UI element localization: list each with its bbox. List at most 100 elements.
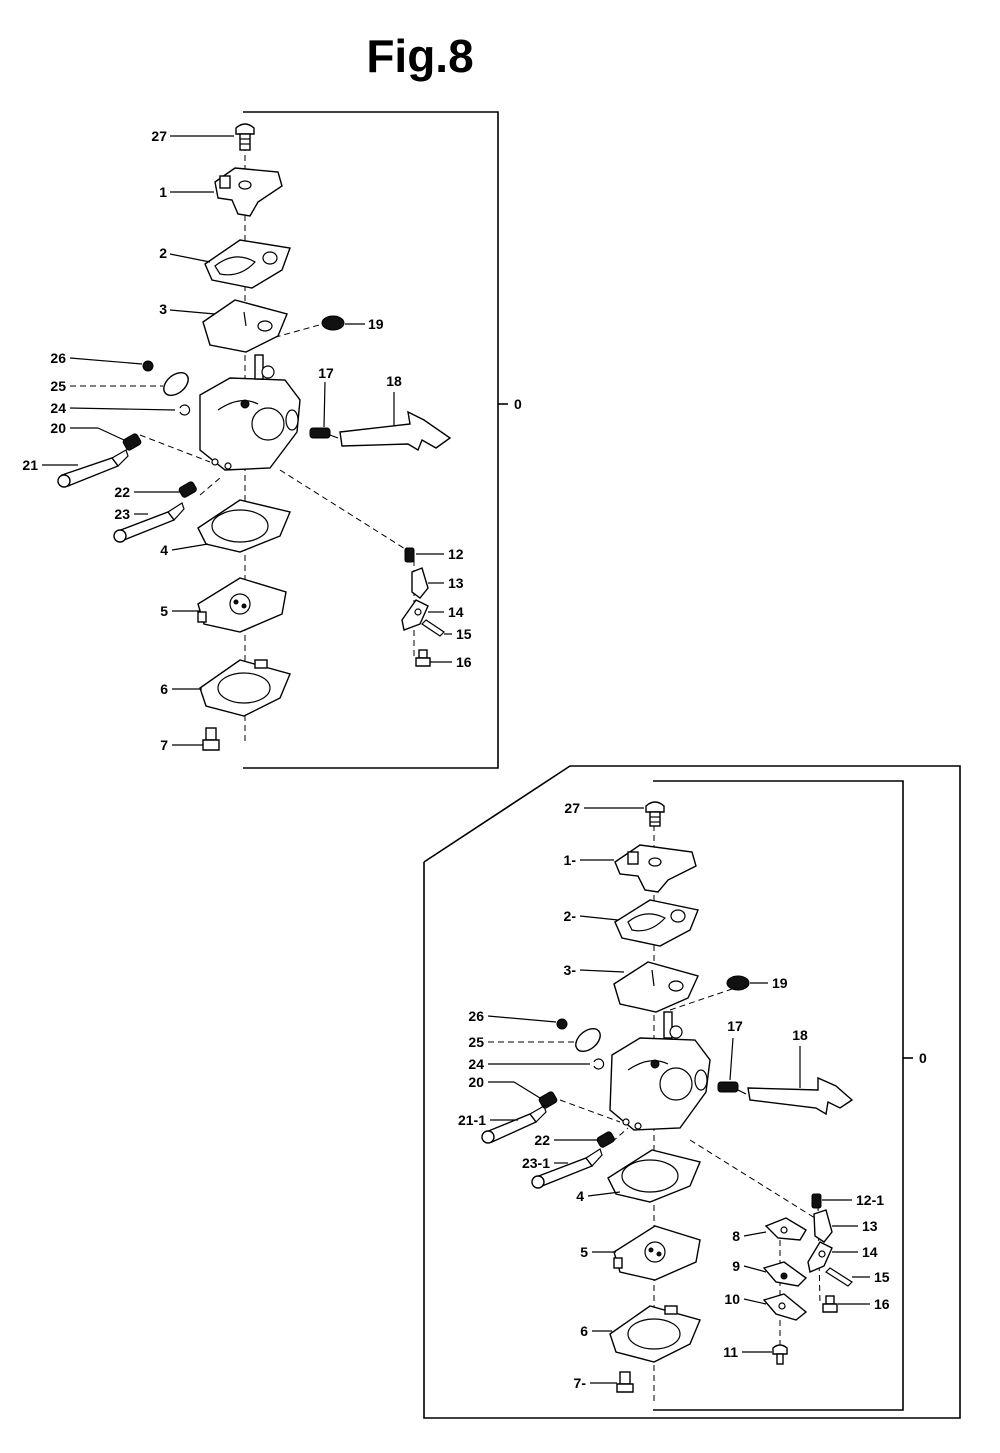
figure-title: Fig.8: [366, 30, 473, 82]
part-4-gasket: [197, 499, 291, 553]
label-4-2: 4: [576, 1188, 584, 1204]
label-17: 17: [318, 365, 334, 381]
part-16-screw-2: [822, 1295, 838, 1313]
label-4: 4: [160, 542, 168, 558]
label-11: 11: [723, 1344, 738, 1360]
label-23-1: 23-1: [522, 1155, 550, 1171]
label-24: 24: [50, 400, 66, 416]
label-25: 25: [50, 378, 66, 394]
part-19-spring: [321, 315, 345, 331]
label-3: 3: [159, 301, 167, 317]
label-15: 15: [456, 626, 472, 642]
labels-2: 27 1- 2- 3- 19 26 25 17 18 24 20 21-1 22: [458, 800, 890, 1391]
assembly-bracket-2: [653, 780, 904, 1411]
part-25-throttle-plate: [163, 371, 189, 397]
label-9: 9: [732, 1258, 740, 1274]
label-17-2: 17: [727, 1018, 743, 1034]
part-14-needle-valve: [401, 599, 429, 631]
part-24-clip-2: [593, 1058, 605, 1070]
part-2-gasket: [204, 239, 291, 289]
part-1-cover-plate: [214, 167, 283, 217]
part-1-cover-plate-2: [614, 844, 697, 893]
label-16-2: 16: [874, 1296, 890, 1312]
label-5: 5: [160, 603, 168, 619]
part-14-needle-valve-2: [807, 1241, 833, 1273]
label-18-2: 18: [792, 1027, 808, 1043]
label-14-2: 14: [862, 1244, 878, 1260]
part-24-clip: [179, 404, 191, 416]
label-27: 27: [151, 128, 167, 144]
part-15-pin: [421, 619, 445, 637]
carburetor-diagram-1: 0: [22, 111, 522, 769]
label-2: 2: [159, 245, 167, 261]
assembly-bracket-1: [243, 111, 499, 769]
part-15-pin-2: [825, 1267, 853, 1287]
label-7-2: 7-: [574, 1375, 587, 1391]
label-8: 8: [732, 1228, 740, 1244]
label-13-2: 13: [862, 1218, 878, 1234]
part-12-spring: [404, 547, 415, 563]
carburetor-body-2: [609, 1011, 711, 1131]
label-13: 13: [448, 575, 464, 591]
part-8-plate: [764, 1217, 807, 1241]
axis-12: [279, 469, 411, 553]
axis-12-2: [689, 1139, 816, 1219]
label-12: 12: [448, 546, 464, 562]
part-25-throttle-plate-2: [575, 1027, 601, 1053]
part-6-pump-cover: [199, 659, 291, 717]
label-12-1: 12-1: [856, 1192, 884, 1208]
part-2-gasket-2: [614, 899, 699, 947]
part-17-spring: [309, 427, 339, 439]
label-2-2: 2-: [564, 908, 577, 924]
label-18: 18: [386, 373, 402, 389]
part-7-screw: [202, 727, 220, 751]
part-13-lever-2: [813, 1209, 833, 1243]
label-21-1: 21-1: [458, 1112, 486, 1128]
part-4-gasket-2: [607, 1149, 701, 1203]
label-7: 7: [160, 737, 168, 753]
part-21-needle: [57, 449, 129, 488]
part-20-spring: [122, 433, 142, 451]
part-27-screw-2: [645, 801, 665, 827]
label-27-2: 27: [564, 800, 580, 816]
assembly-label-2: 0: [919, 1050, 927, 1066]
part-3-diaphragm: [202, 299, 288, 353]
label-21: 21: [22, 457, 38, 473]
part-12-1-spring: [811, 1193, 822, 1209]
part-20-spring-2: [538, 1091, 558, 1109]
part-7-screw-2: [616, 1371, 634, 1393]
part-19-spring-2: [726, 975, 750, 991]
part-17-spring-2: [717, 1081, 747, 1095]
label-26-2: 26: [468, 1008, 484, 1024]
label-25-2: 25: [468, 1034, 484, 1050]
label-22: 22: [114, 484, 130, 500]
label-14: 14: [448, 604, 464, 620]
labels-1: 27 1 2 3 19 26 25 24 17 18 20 21 22: [22, 128, 471, 753]
label-22-2: 22: [534, 1132, 550, 1148]
label-19-2: 19: [772, 975, 788, 991]
label-3-2: 3-: [564, 962, 577, 978]
label-6-2: 6: [580, 1323, 588, 1339]
part-18-throttle-lever-2: [747, 1076, 854, 1116]
label-5-2: 5: [580, 1244, 588, 1260]
label-10: 10: [724, 1291, 740, 1307]
label-1: 1: [159, 184, 167, 200]
part-13-lever: [411, 567, 429, 599]
axis-20: [139, 434, 211, 463]
part-27-screw: [235, 123, 255, 151]
part-23-1-needle: [531, 1148, 603, 1189]
outer-frame-2: [423, 765, 961, 1419]
assembly-label-1: 0: [514, 396, 522, 412]
label-24-2: 24: [468, 1056, 484, 1072]
label-15-2: 15: [874, 1269, 890, 1285]
label-23: 23: [114, 506, 130, 522]
label-26: 26: [50, 350, 66, 366]
label-20: 20: [50, 420, 66, 436]
label-1-2: 1-: [564, 852, 577, 868]
part-16-screw: [415, 649, 431, 667]
part-22-spring-2: [596, 1131, 615, 1148]
part-23-needle: [113, 502, 185, 543]
part-10-plate: [762, 1293, 808, 1321]
part-11-screw: [772, 1344, 788, 1365]
